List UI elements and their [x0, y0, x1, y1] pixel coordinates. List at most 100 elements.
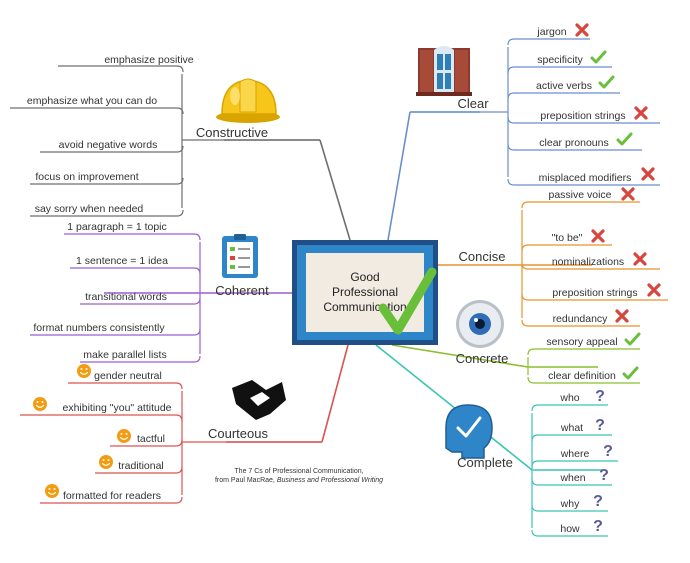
leaf-constructive-3[interactable]: focus on improvement [35, 171, 138, 183]
leaf-line-concrete-1 [527, 376, 640, 384]
leaf-line-coherent-0 [64, 233, 201, 241]
branch-line-complete [375, 344, 533, 471]
leaf-concise-0[interactable]: passive voice [548, 189, 611, 201]
leaf-line-complete-0 [531, 404, 608, 412]
branch-label-concise[interactable]: Concise [459, 249, 506, 264]
leaf-concise-4[interactable]: redundancy [553, 313, 609, 325]
leaf-complete-2[interactable]: where [560, 448, 590, 460]
smiley-icon [45, 484, 59, 498]
leaf-complete-1[interactable]: what [560, 422, 583, 434]
central-topic[interactable]: Good Professional Communication [292, 240, 438, 345]
connector-lines [10, 38, 668, 537]
question-icon: ? [599, 467, 609, 484]
cross-icon [615, 309, 629, 323]
check-icon [624, 332, 641, 346]
leaf-concise-1[interactable]: "to be" [552, 232, 583, 244]
check-icon [622, 366, 639, 380]
question-icon: ? [595, 417, 605, 434]
svg-text:?: ? [593, 493, 603, 510]
smiley-icon [33, 397, 47, 411]
leaf-clear-5[interactable]: misplaced modifiers [539, 172, 632, 184]
leaf-clear-1[interactable]: specificity [537, 54, 583, 66]
leaf-courteous-3[interactable]: traditional [118, 460, 164, 472]
svg-text:?: ? [599, 467, 609, 484]
leaf-clear-0[interactable]: jargon [536, 26, 566, 38]
question-icon: ? [593, 518, 603, 535]
leaf-line-clear-2 [507, 92, 620, 100]
leaf-coherent-3[interactable]: format numbers consistently [33, 322, 165, 334]
leaf-line-clear-4 [507, 143, 642, 151]
leaf-line-complete-2 [531, 460, 618, 468]
smiley-icon [117, 429, 131, 443]
branch-label-constructive[interactable]: Constructive [196, 125, 268, 140]
leaf-coherent-1[interactable]: 1 sentence = 1 idea [76, 255, 168, 267]
branch-label-coherent[interactable]: Coherent [215, 283, 269, 298]
cross-icon [633, 252, 647, 266]
leaf-line-concise-4 [521, 319, 640, 327]
leaf-line-constructive-4 [30, 209, 184, 217]
leaf-concise-3[interactable]: preposition strings [552, 287, 637, 299]
leaf-clear-2[interactable]: active verbs [536, 80, 592, 92]
svg-text:?: ? [603, 443, 613, 460]
eye-icon [456, 300, 504, 348]
leaf-line-coherent-4 [80, 355, 201, 363]
big-check-icon [378, 267, 437, 335]
check-icon [590, 50, 607, 64]
leaf-courteous-0[interactable]: gender neutral [94, 370, 162, 382]
leaf-labels: emphasize positive emphasize what you ca… [27, 26, 638, 535]
leaf-line-constructive-1 [10, 107, 184, 115]
svg-text:?: ? [595, 417, 605, 434]
branch-label-clear[interactable]: Clear [457, 96, 489, 111]
leaf-complete-5[interactable]: how [560, 523, 580, 535]
leaf-line-complete-5 [531, 529, 608, 537]
leaf-concrete-1[interactable]: clear definition [548, 370, 616, 382]
leaf-complete-3[interactable]: when [559, 472, 585, 484]
svg-text:?: ? [593, 518, 603, 535]
smiley-icon [99, 455, 113, 469]
leaf-concise-2[interactable]: nominalizations [552, 256, 624, 268]
handshake-icon [232, 380, 286, 420]
caption-book-title: Business and Professional Writing [277, 477, 383, 484]
leaf-courteous-4[interactable]: formatted for readers [63, 490, 161, 502]
leaf-coherent-4[interactable]: make parallel lists [83, 349, 166, 361]
leaf-complete-0[interactable]: who [559, 392, 579, 404]
leaf-line-courteous-2 [110, 439, 183, 447]
center-line-1: Good [350, 270, 379, 284]
leaf-line-constructive-0 [58, 65, 184, 73]
leaf-line-complete-1 [531, 434, 612, 442]
branch-label-courteous[interactable]: Courteous [208, 426, 268, 441]
cross-icon [641, 167, 655, 181]
leaf-clear-3[interactable]: preposition strings [540, 110, 625, 122]
question-icon: ? [595, 388, 605, 405]
check-icon [616, 132, 633, 146]
leaf-line-complete-4 [531, 504, 608, 512]
leaf-line-concise-2 [521, 262, 660, 270]
leaf-concrete-0[interactable]: sensory appeal [546, 336, 617, 348]
leaf-line-concise-0 [521, 201, 640, 209]
leaf-line-clear-5 [507, 178, 660, 186]
checklist-clipboard-icon [222, 234, 258, 278]
cross-icon [647, 283, 661, 297]
hard-hat-icon [216, 78, 280, 123]
leaf-constructive-1[interactable]: emphasize what you can do [27, 95, 157, 107]
leaf-constructive-2[interactable]: avoid negative words [59, 139, 158, 151]
center-line-2: Professional [332, 285, 398, 299]
leaf-line-concrete-0 [527, 348, 640, 356]
leaf-constructive-0[interactable]: emphasize positive [104, 54, 193, 66]
leaf-courteous-1[interactable]: exhibiting "you" attitude [62, 402, 171, 414]
leaf-line-clear-3 [507, 116, 660, 124]
leaf-line-courteous-4 [40, 496, 183, 504]
branch-label-concrete[interactable]: Concrete [456, 351, 509, 366]
window-icon [416, 46, 472, 96]
leaf-line-concise-3 [521, 293, 668, 301]
leaf-complete-4[interactable]: why [560, 498, 580, 510]
leaf-line-complete-3 [531, 478, 612, 486]
leaf-coherent-0[interactable]: 1 paragraph = 1 topic [67, 221, 167, 233]
leaf-courteous-2[interactable]: tactful [137, 433, 165, 445]
leaf-constructive-4[interactable]: say sorry when needed [35, 203, 144, 215]
leaf-coherent-2[interactable]: transitional words [85, 291, 167, 303]
cross-icon [591, 229, 605, 243]
leaf-line-concise-1 [521, 244, 612, 252]
leaf-clear-4[interactable]: clear pronouns [539, 137, 608, 149]
check-icon [598, 75, 615, 89]
